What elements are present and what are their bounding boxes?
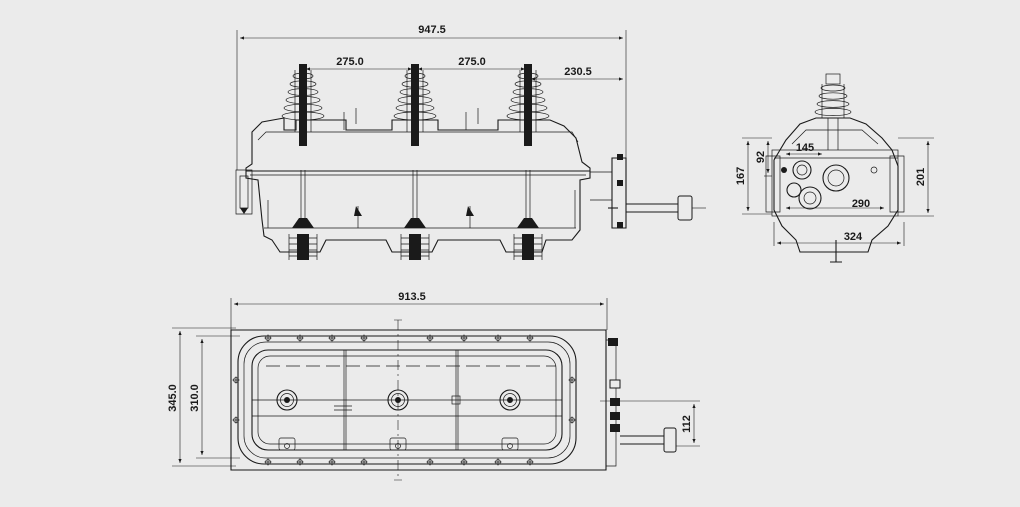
outer-depth-label: 345.0 — [167, 384, 179, 412]
inner-depth-label: 310.0 — [189, 384, 201, 412]
dim-145-label: 145 — [796, 142, 814, 154]
overall-width-label: 947.5 — [418, 24, 446, 36]
dim-167-label: 167 — [735, 167, 747, 185]
side-offset-label: 230.5 — [564, 66, 592, 78]
top-operating-mechanism — [606, 338, 677, 467]
pole-spacing-1-label: 275.0 — [336, 56, 364, 68]
dimension-167: 167 — [735, 137, 772, 215]
dimension-side-offset: 230.5 — [531, 66, 623, 81]
side-insulator — [814, 73, 852, 118]
side-body-outline — [773, 117, 899, 253]
dim-290-label: 290 — [852, 198, 870, 210]
pole-3 — [506, 63, 550, 261]
dimension-mechanism-offset: 112 — [600, 400, 700, 447]
top-view: 913.5 345.0 310.0 112 — [167, 291, 700, 481]
dimension-145: 145 — [786, 142, 822, 156]
front-view: 947.5 275.0 275.0 230.5 — [235, 24, 706, 261]
pole-2 — [393, 63, 437, 261]
dimension-overall-length: 913.5 — [230, 291, 608, 330]
dimension-92: 92 — [755, 141, 772, 177]
overall-length-label: 913.5 — [398, 291, 426, 303]
side-view: 145 167 92 201 290 324 — [735, 73, 934, 263]
dimension-overall-width: 947.5 — [236, 24, 627, 170]
mechanism-offset-label: 112 — [681, 415, 693, 433]
pole-spacing-2-label: 275.0 — [458, 56, 486, 68]
dimension-324: 324 — [773, 222, 905, 246]
top-base-plate — [230, 329, 607, 471]
dimension-outer-depth: 345.0 — [167, 327, 236, 467]
dim-324-label: 324 — [844, 231, 863, 243]
dimension-201: 201 — [898, 137, 934, 217]
pole-1 — [281, 63, 325, 261]
dimension-290: 290 — [786, 198, 884, 210]
dimension-inner-depth: 310.0 — [189, 335, 240, 459]
dim-92-label: 92 — [755, 151, 767, 163]
dim-201-label: 201 — [915, 168, 927, 186]
